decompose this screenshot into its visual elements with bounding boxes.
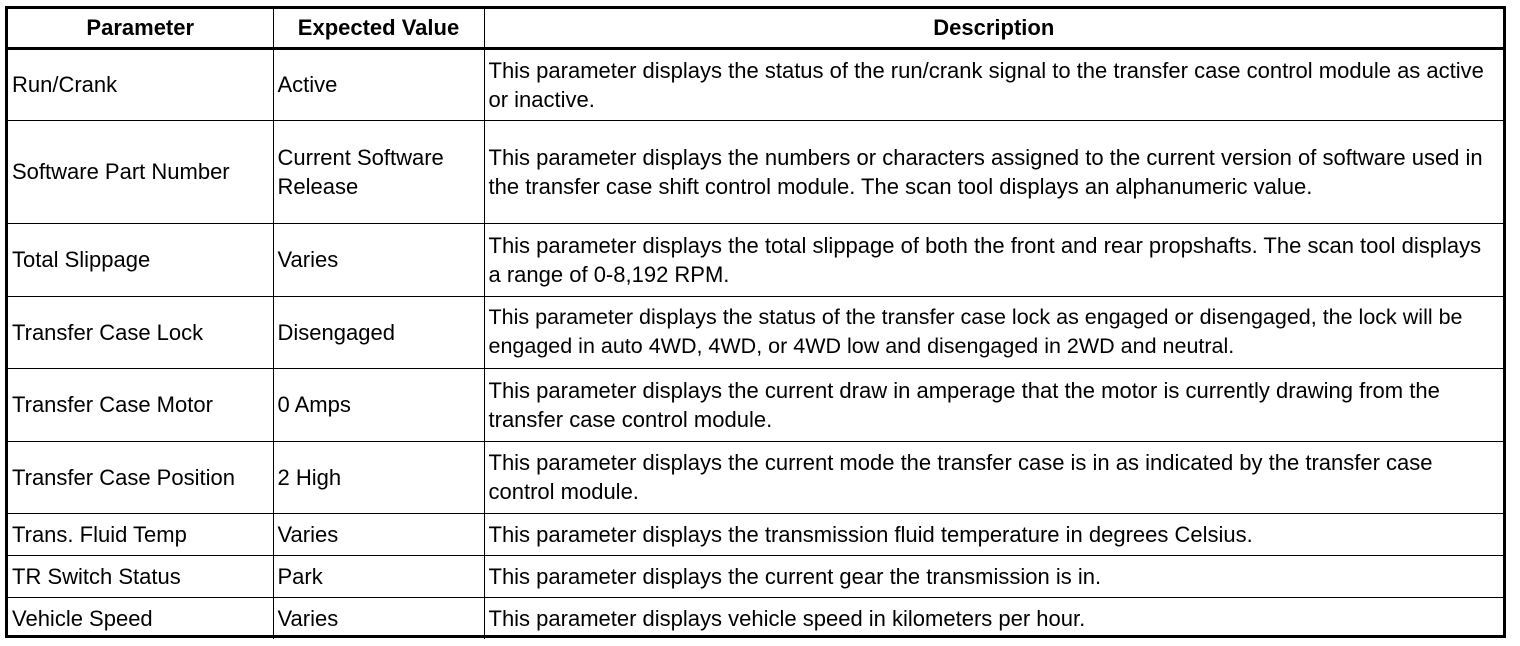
expected-value-cell: Active [272,47,485,121]
table-row: Software Part Number Current Software Re… [8,119,1503,224]
parameter-cell: Transfer Case Lock [8,295,274,369]
table-row: Transfer Case Position 2 High This param… [8,440,1503,514]
parameter-cell: Total Slippage [8,222,274,297]
description-cell: This parameter displays the current gear… [483,554,1503,598]
expected-value-cell: Current Software Release [272,119,485,224]
expected-value-cell: Varies [272,512,485,556]
parameter-cell: Vehicle Speed [8,596,274,639]
table-row: Total Slippage Varies This parameter dis… [8,222,1503,297]
expected-value-cell: 0 Amps [272,367,485,442]
parameter-cell: Trans. Fluid Temp [8,512,274,556]
header-expected-value: Expected Value [272,9,485,50]
parameter-cell: Transfer Case Position [8,440,274,514]
expected-value-cell: Varies [272,222,485,297]
parameter-cell: Transfer Case Motor [8,367,274,442]
table-row: TR Switch Status Park This parameter dis… [8,554,1503,598]
description-cell: This parameter displays the total slippa… [483,222,1503,297]
table-row: Transfer Case Lock Disengaged This param… [8,295,1503,369]
expected-value-cell: 2 High [272,440,485,514]
description-cell: This parameter displays the current mode… [483,440,1503,514]
table-row: Trans. Fluid Temp Varies This parameter … [8,512,1503,556]
description-cell: This parameter displays the numbers or c… [483,119,1503,224]
description-cell: This parameter displays vehicle speed in… [483,596,1503,639]
header-description: Description [483,9,1503,50]
parameter-cell: TR Switch Status [8,554,274,598]
table-row: Vehicle Speed Varies This parameter disp… [8,596,1503,639]
table-row: Run/Crank Active This parameter displays… [8,47,1503,121]
parameter-table-container: Parameter Expected Value Description Run… [5,6,1506,639]
parameter-cell: Software Part Number [8,119,274,224]
parameter-cell: Run/Crank [8,47,274,121]
table-row: Transfer Case Motor 0 Amps This paramete… [8,367,1503,442]
description-cell: This parameter displays the status of th… [483,295,1503,369]
description-cell: This parameter displays the status of th… [483,47,1503,121]
table-header-row: Parameter Expected Value Description [8,9,1503,50]
header-parameter: Parameter [8,9,274,50]
parameter-table: Parameter Expected Value Description Run… [8,9,1503,639]
expected-value-cell: Park [272,554,485,598]
expected-value-cell: Varies [272,596,485,639]
description-cell: This parameter displays the current draw… [483,367,1503,442]
expected-value-cell: Disengaged [272,295,485,369]
description-cell: This parameter displays the transmission… [483,512,1503,556]
